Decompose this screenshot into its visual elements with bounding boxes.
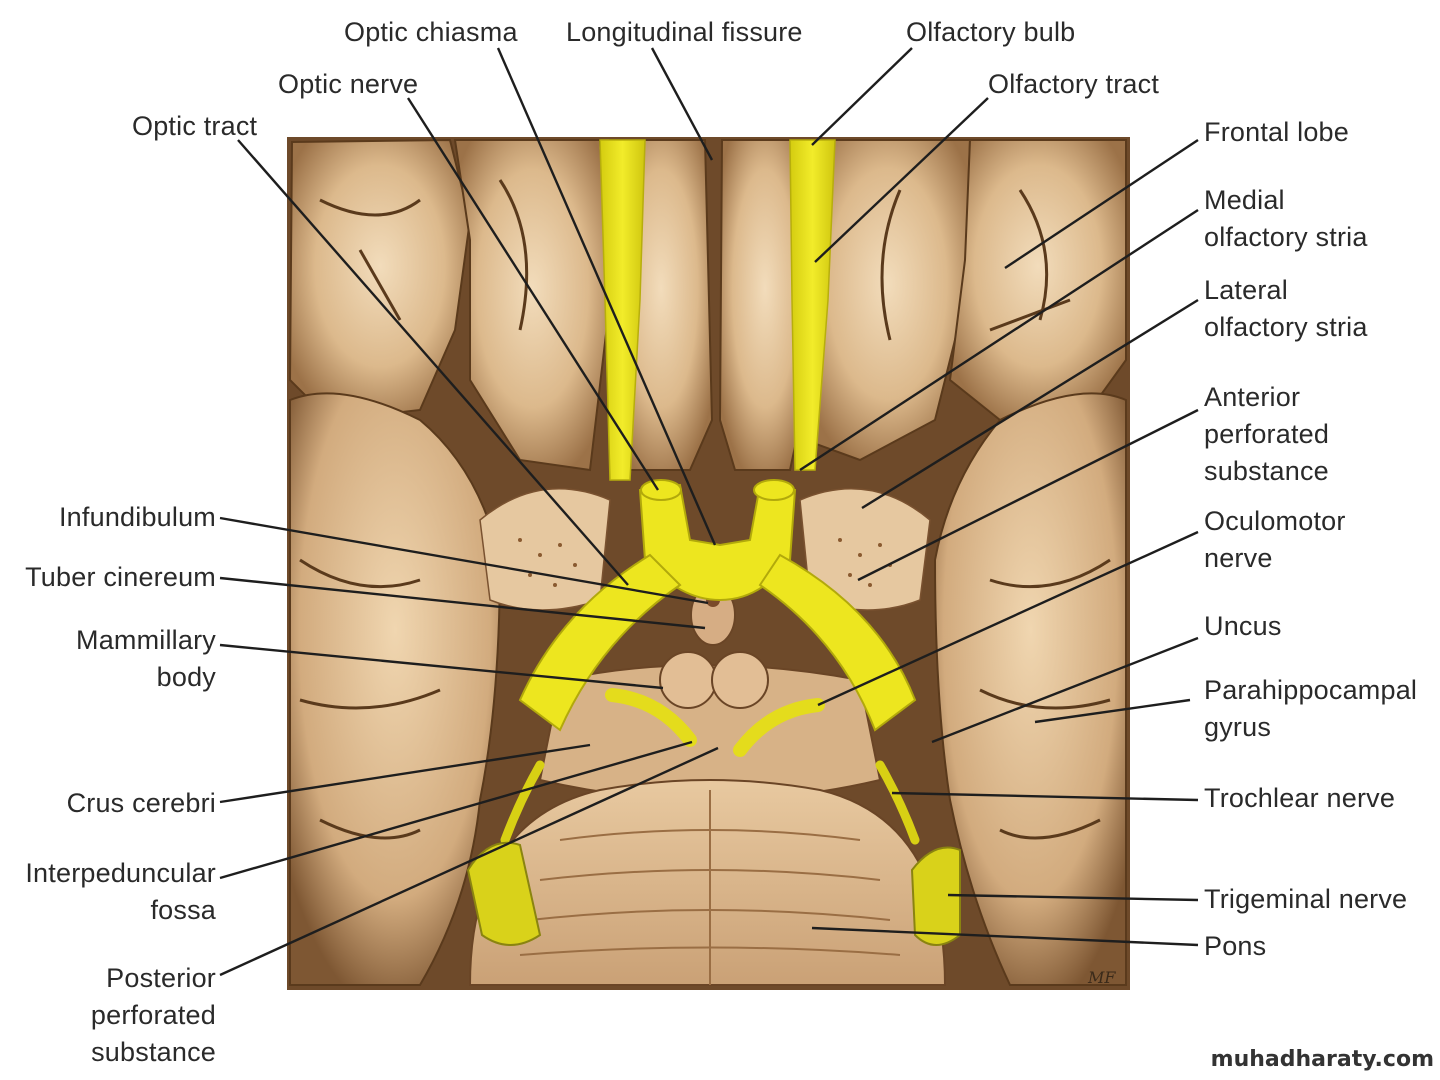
label-tuber-cinereum: Tuber cinereum: [25, 562, 216, 592]
leader-parahippocampal-gyrus: [1034, 698, 1191, 724]
leader-medial-olfactory-stria: [799, 208, 1199, 472]
leader-frontal-lobe: [1004, 138, 1199, 270]
label-posterior-perforated-2: perforated: [90, 1000, 216, 1030]
leader-trochlear-nerve: [891, 791, 1199, 802]
mammillary-body-right: [711, 651, 769, 709]
label-posterior-perforated-3: substance: [91, 1037, 216, 1067]
oculomotor-nerves: [605, 688, 825, 757]
label-interpeduncular-1: Interpeduncular: [25, 858, 216, 888]
label-interpeduncular-2: fossa: [150, 895, 216, 925]
leader-mammillary-body: [219, 643, 664, 690]
leader-olfactory-tract: [814, 97, 989, 263]
watermark: muhadharaty.com: [1210, 1047, 1434, 1072]
label-oculomotor-1: Oculomotor: [1204, 506, 1346, 536]
label-crus-cerebri: Crus cerebri: [66, 788, 216, 818]
trigeminal-nerves: [466, 841, 961, 946]
label-mammillary-1: Mammillary: [76, 625, 216, 655]
label-parahippocampal-2: gyrus: [1204, 712, 1272, 742]
label-uncus: Uncus: [1204, 611, 1282, 641]
leader-posterior-perforated-substance: [219, 746, 719, 977]
frontal-lobes: [288, 138, 1127, 472]
label-medial-olfactory-stria-1: Medial: [1204, 185, 1285, 215]
leader-trigeminal-nerve: [947, 893, 1199, 902]
leader-optic-tract: [237, 139, 629, 586]
label-infundibulum: Infundibulum: [58, 502, 216, 532]
leader-lines: [219, 47, 1199, 977]
label-longitudinal-fissure: Longitudinal fissure: [566, 17, 803, 47]
leader-oculomotor-nerve: [817, 530, 1199, 707]
label-lateral-olfactory-stria-2: olfactory stria: [1204, 312, 1368, 342]
label-frontal-lobe: Frontal lobe: [1204, 117, 1349, 147]
frontal-sulci: [319, 179, 1071, 341]
leader-interpeduncular-fossa: [219, 740, 693, 880]
label-parahippocampal-1: Parahippocampal: [1204, 675, 1418, 705]
label-posterior-perforated-1: Posterior: [106, 963, 216, 993]
leader-uncus: [931, 636, 1199, 744]
trochlear-nerves: [500, 760, 920, 845]
leader-lateral-olfactory-stria: [861, 298, 1199, 510]
leader-pons: [811, 926, 1199, 947]
leader-optic-chiasma: [496, 47, 717, 546]
artist-signature: MF: [1087, 968, 1116, 987]
pons-striations: [519, 790, 901, 985]
leader-crus-cerebri: [219, 743, 591, 804]
leader-infundibulum: [219, 516, 709, 605]
olfactory-tracts: [599, 139, 836, 481]
label-olfactory-tract: Olfactory tract: [988, 69, 1160, 99]
label-anterior-perforated-2: perforated: [1204, 419, 1330, 449]
label-optic-nerve: Optic nerve: [278, 69, 419, 99]
optic-apparatus: [518, 479, 917, 732]
label-medial-olfactory-stria-2: olfactory stria: [1204, 222, 1368, 252]
leader-olfactory-bulb: [811, 47, 913, 146]
temporal-lobes: [289, 392, 1127, 986]
leader-optic-nerve: [406, 97, 660, 491]
label-lateral-olfactory-stria-1: Lateral: [1204, 275, 1288, 305]
label-optic-chiasma: Optic chiasma: [344, 17, 518, 47]
temporal-sulci: [299, 558, 1111, 840]
label-olfactory-bulb: Olfactory bulb: [906, 17, 1076, 47]
label-trochlear-nerve: Trochlear nerve: [1204, 783, 1396, 813]
label-optic-tract: Optic tract: [132, 111, 258, 141]
leader-tuber-cinereum: [219, 576, 706, 630]
label-mammillary-2: body: [156, 662, 216, 692]
mammillary-body-left: [659, 651, 717, 709]
leader-longitudinal-fissure: [650, 47, 714, 161]
label-anterior-perforated-3: substance: [1204, 456, 1329, 486]
label-pons: Pons: [1204, 931, 1267, 961]
label-oculomotor-2: nerve: [1204, 543, 1273, 573]
label-trigeminal-nerve: Trigeminal nerve: [1204, 884, 1408, 914]
label-anterior-perforated-1: Anterior: [1204, 382, 1301, 412]
leader-anterior-perforated-substance: [857, 408, 1199, 582]
